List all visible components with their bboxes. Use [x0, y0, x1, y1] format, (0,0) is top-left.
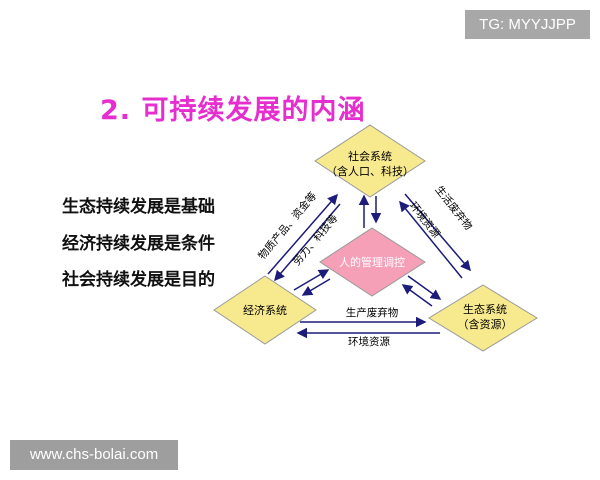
ecological-label: 生态系统 [463, 302, 507, 316]
arrow-social-eco [404, 193, 471, 272]
economic-system-node [213, 275, 317, 345]
economic-label: 经济系统 [243, 303, 287, 317]
watermark-bottom: www.chs-bolai.com [10, 440, 178, 470]
edge-label-econ-eco: 生产废弃物 [346, 306, 399, 319]
social-system-node [314, 124, 426, 198]
center-node [319, 227, 426, 297]
point-2: 经济持续发展是条件 [62, 234, 215, 254]
arrow-econ-social [267, 193, 338, 275]
edge-label-eco-social: 环境资源 [407, 199, 443, 240]
arrow-eco-center [401, 284, 433, 307]
social-sub: （含人口、科技） [326, 164, 414, 178]
point-1: 生态持续发展是基础 [62, 197, 215, 217]
edge-label-social-eco: 生活废弃物 [432, 183, 475, 232]
arrow-center-econ [301, 278, 331, 296]
point-3: 社会持续发展是目的 [62, 270, 215, 290]
center-label: 人的管理调控 [339, 255, 405, 269]
arrow-social-econ [274, 203, 341, 282]
arrow-center-eco [407, 275, 442, 300]
arrow-eco-social [399, 200, 463, 279]
watermark-top: TG: MYYJJPP [465, 10, 590, 39]
arrow-econ-center [293, 269, 330, 291]
social-label: 社会系统 [348, 149, 392, 163]
ecological-system-node [428, 284, 538, 352]
ecological-sub: （含资源） [458, 317, 513, 331]
edge-label-eco-econ: 环境资源 [348, 335, 390, 348]
slide-title: 2. 可持续发展的内涵 [100, 95, 366, 126]
